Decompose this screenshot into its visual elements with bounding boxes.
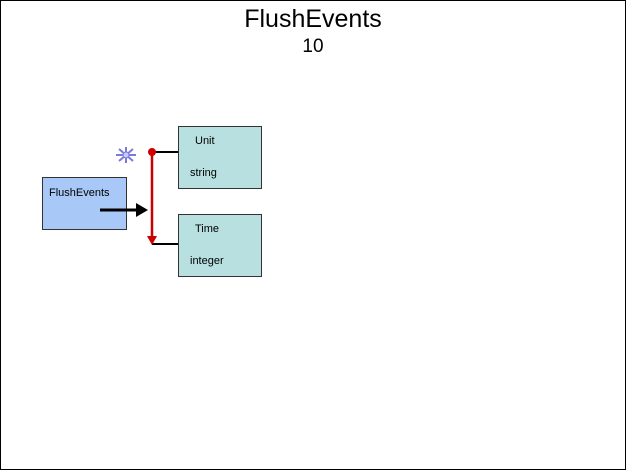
field-type: string	[190, 167, 217, 179]
field-name: Unit	[195, 135, 215, 147]
diagram-subtitle: 10	[302, 36, 324, 57]
source-node[interactable]: FlushEvents	[42, 177, 127, 230]
asterisk-icon	[116, 147, 136, 163]
diagram-title: FlushEvents	[244, 5, 382, 33]
sequence-start-dot	[148, 148, 156, 156]
field-name: Time	[195, 223, 220, 235]
sequence-arrow-head	[147, 236, 157, 245]
field-node-unit[interactable]: Unit string	[178, 126, 262, 189]
source-node-label: FlushEvents	[49, 187, 110, 199]
field-node-time[interactable]: Time integer	[178, 214, 262, 277]
field-type: integer	[190, 255, 224, 267]
source-arrow-head	[136, 203, 148, 217]
